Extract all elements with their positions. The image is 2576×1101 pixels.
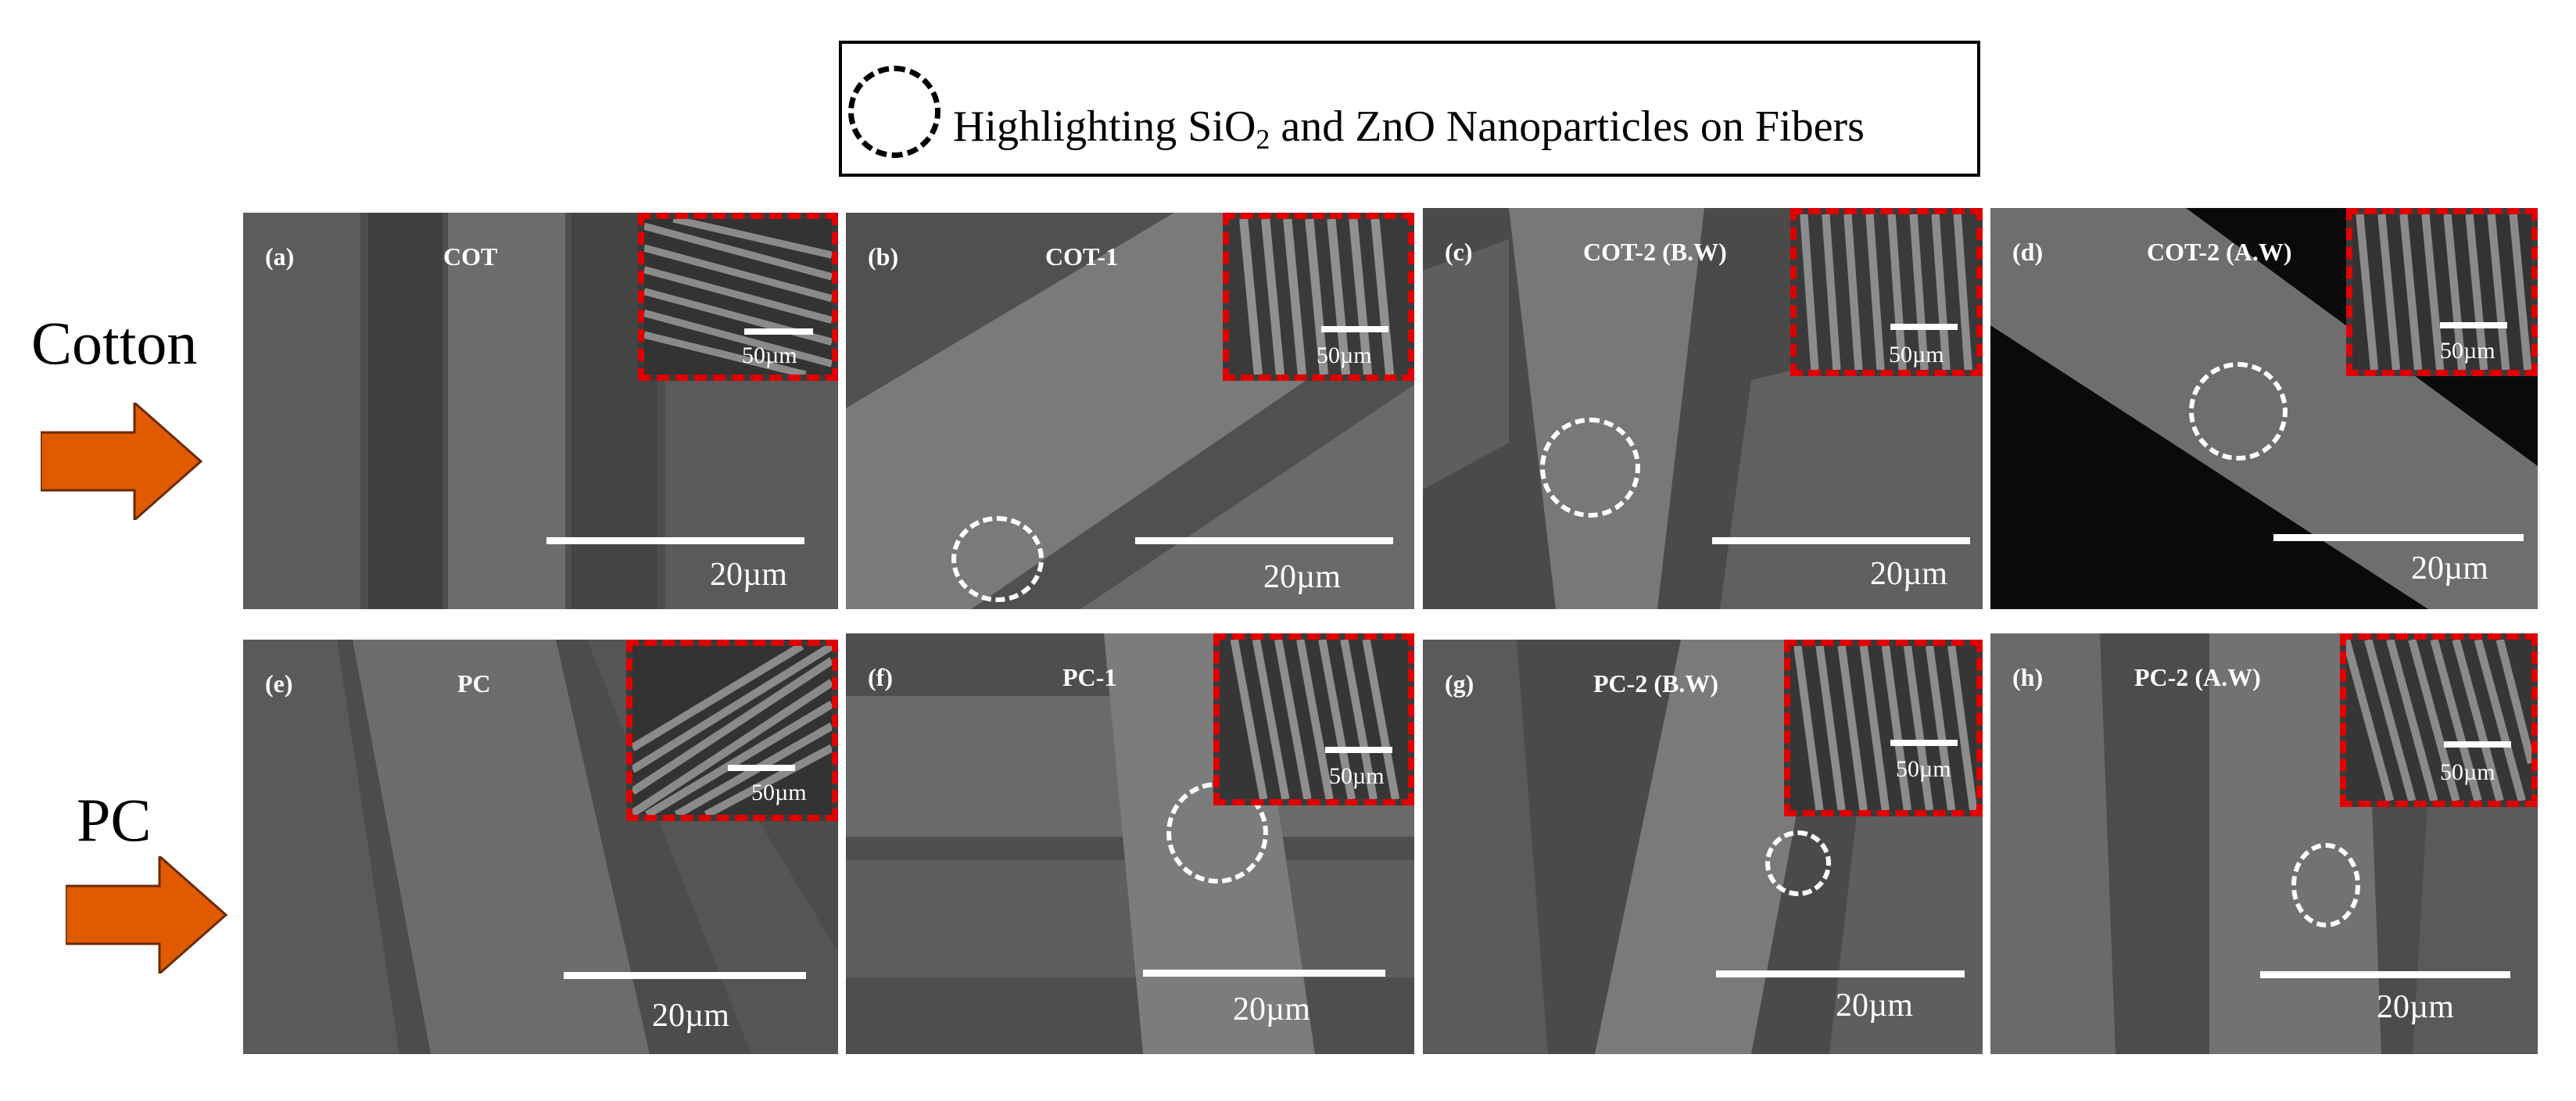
sem-panel-c: (c) COT-2 (B.W) 20µm 50µm — [1423, 208, 1983, 609]
scale-label: 20µm — [1233, 992, 1310, 1027]
inset-scale-label: 50µm — [1896, 756, 1951, 782]
panel-letter: (f) — [868, 663, 893, 691]
sem-panel-h: (h) PC-2 (A.W) 20µm 50µm — [1990, 633, 2538, 1054]
panel-name: PC-1 — [1062, 663, 1117, 691]
panel-letter: (e) — [265, 669, 293, 698]
sem-panel-g: (g) PC-2 (B.W) 20µm 50µm — [1423, 640, 1983, 1054]
scale-label: 20µm — [652, 998, 729, 1034]
highlight-circle — [1540, 418, 1640, 518]
sem-panel-f: (f) PC-1 20µm 50µm — [846, 633, 1414, 1054]
scale-label: 20µm — [2377, 989, 2454, 1025]
row-label-cotton: Cotton — [31, 309, 198, 377]
sem-panel-a: (a) COT 20µm 50µm — [243, 213, 838, 609]
arrow-right-icon — [66, 856, 228, 974]
scale-label: 20µm — [710, 557, 787, 593]
panel-name: COT-2 (A.W) — [2147, 238, 2292, 266]
panel-letter: (d) — [2012, 238, 2044, 266]
scale-bar — [564, 972, 806, 979]
scale-bar — [1143, 970, 1385, 977]
inset-scale-label: 50µm — [742, 342, 797, 368]
inset-image: 50µm — [1784, 640, 1983, 816]
panel-letter: (h) — [2012, 663, 2044, 691]
inset-scale-label: 50µm — [1329, 763, 1385, 789]
inset-scale-bar — [1325, 747, 1392, 753]
sem-panel-e: (e) PC 20µm 50µm — [243, 640, 838, 1054]
panel-letter: (b) — [868, 242, 899, 271]
panel-name: COT — [443, 242, 498, 271]
inset-image: 50µm — [2346, 208, 2538, 376]
panel-letter: (g) — [1445, 669, 1474, 698]
sem-panel-d: (d) COT-2 (A.W) 20µm 50µm — [1990, 208, 2538, 609]
scale-label: 20µm — [1836, 988, 1913, 1024]
scale-bar — [1716, 970, 1965, 977]
inset-scale-bar — [1890, 740, 1958, 746]
panel-letter: (c) — [1445, 238, 1473, 266]
inset-scale-bar — [1321, 326, 1388, 332]
inset-scale-bar — [2440, 322, 2507, 328]
panel-letter: (a) — [265, 242, 295, 271]
scale-bar — [2273, 534, 2524, 541]
highlight-circle — [2291, 843, 2360, 927]
scale-bar — [2260, 971, 2510, 978]
panel-name: PC — [457, 669, 491, 698]
highlight-circle — [2189, 362, 2288, 461]
inset-scale-bar — [728, 765, 795, 771]
inset-image: 50µm — [1223, 213, 1414, 381]
highlight-circle — [1765, 830, 1831, 896]
panel-name: PC-2 (A.W) — [2134, 663, 2261, 691]
inset-image: 50µm — [1213, 633, 1414, 805]
legend-box: Highlighting SiO2 and ZnO Nanoparticles … — [839, 41, 1980, 177]
scale-bar — [1135, 537, 1393, 544]
scale-label: 20µm — [1263, 559, 1341, 595]
legend-text: Highlighting SiO2 and ZnO Nanoparticles … — [953, 102, 1865, 155]
inset-scale-label: 50µm — [2440, 338, 2495, 364]
sem-panel-b: (b) COT-1 20µm 50µm — [846, 213, 1414, 609]
inset-image: 50µm — [626, 640, 838, 821]
inset-scale-bar — [1890, 324, 1958, 330]
dashed-circle-icon — [848, 66, 940, 158]
inset-scale-label: 50µm — [751, 780, 807, 805]
inset-scale-label: 50µm — [2440, 759, 2495, 785]
scale-label: 20µm — [1870, 556, 1947, 592]
panel-name: COT-1 — [1045, 242, 1119, 271]
scale-label: 20µm — [2411, 550, 2488, 586]
inset-scale-bar — [2444, 741, 2511, 748]
scale-bar — [1712, 537, 1970, 544]
inset-scale-label: 50µm — [1889, 342, 1944, 368]
inset-scale-label: 50µm — [1317, 342, 1372, 368]
panel-name: COT-2 (B.W) — [1583, 238, 1727, 266]
inset-image: 50µm — [2340, 633, 2538, 807]
arrow-right-icon — [41, 403, 203, 520]
inset-image: 50µm — [638, 213, 838, 381]
inset-image: 50µm — [1790, 208, 1983, 376]
scale-bar — [546, 537, 804, 544]
highlight-circle — [951, 516, 1044, 602]
row-label-pc: PC — [77, 786, 152, 854]
inset-scale-bar — [744, 328, 813, 335]
panel-name: PC-2 (B.W) — [1593, 669, 1718, 698]
